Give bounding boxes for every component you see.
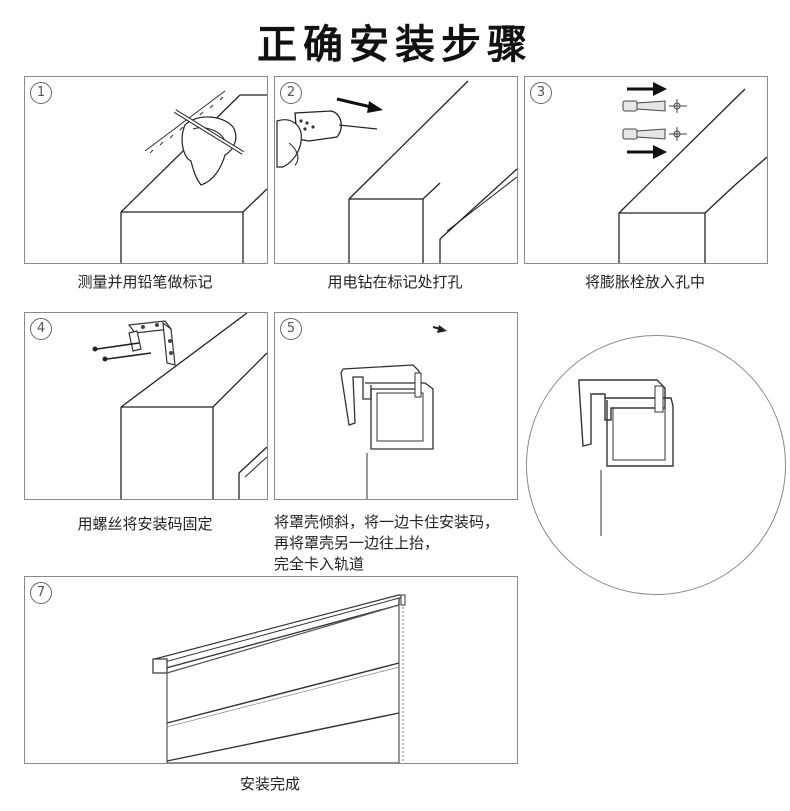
step-5-panel: 5 [274, 312, 518, 500]
step-2-number: 2 [280, 82, 302, 104]
step-5-caption: 将罩壳倾斜，将一边卡住安装码， 再将罩壳另一边往上抬， 完全卡入轨道 [274, 512, 499, 575]
step-5-caption-line-1: 将罩壳倾斜，将一边卡住安装码， [274, 513, 500, 531]
step-7-illustration [152, 594, 406, 763]
step-5-number: 5 [280, 318, 302, 340]
step-4-illustration [92, 313, 267, 499]
step-2-illustration [276, 80, 517, 263]
step-1-illustration [120, 90, 267, 263]
step-1-panel: 1 [24, 76, 268, 264]
step-5-caption-line-2: 再将罩壳另一边往上抬， [274, 534, 440, 552]
step-4-panel: 4 [24, 312, 268, 500]
step-1-number: 1 [30, 82, 52, 104]
step-5-illustration [340, 325, 447, 499]
step-3-caption: 将膨胀栓放入孔中 [584, 273, 705, 291]
step-3-illustration [618, 82, 767, 263]
detail-illustration [578, 379, 674, 536]
step-1-caption: 测量并用铅笔做标记 [77, 273, 213, 291]
step-7-panel: 7 [24, 576, 518, 764]
step-5-caption-line-3: 完全卡入轨道 [274, 555, 365, 573]
step-4-caption: 用螺丝将安装码固定 [77, 515, 213, 533]
step-3-number: 3 [530, 82, 552, 104]
step-4-number: 4 [30, 318, 52, 340]
step-2-caption: 用电钻在标记处打孔 [327, 273, 463, 291]
step-7-number: 7 [30, 582, 52, 604]
detail-circle [526, 335, 786, 595]
step-3-panel: 3 [524, 76, 768, 264]
step-7-caption: 安装完成 [239, 775, 300, 793]
page-title: 正确安装步骤 [257, 22, 533, 68]
step-2-panel: 2 [274, 76, 518, 264]
